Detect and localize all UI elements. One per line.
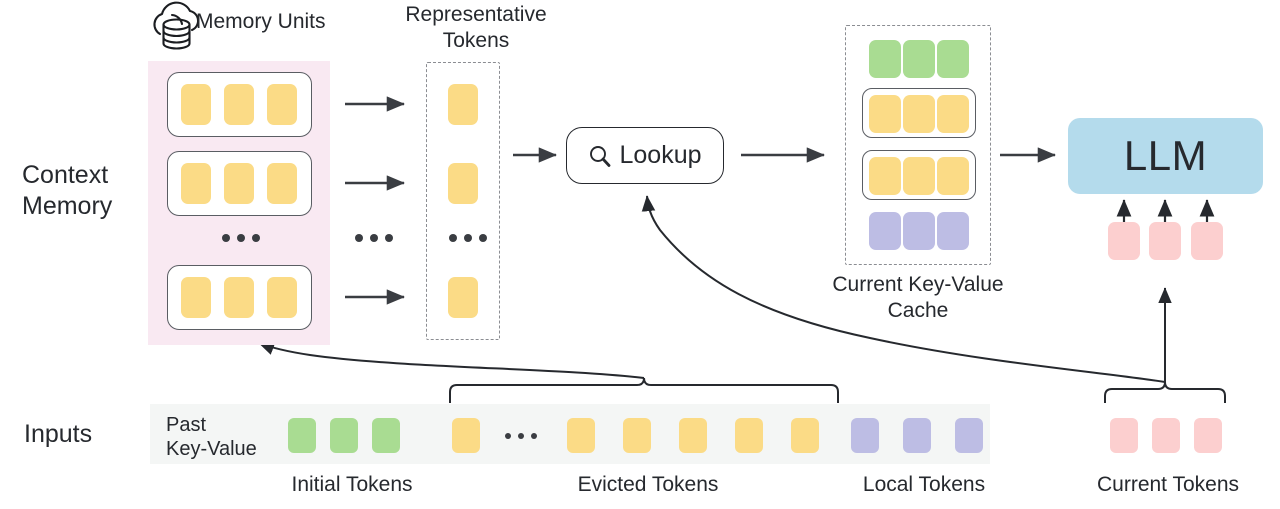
cache-memory-unit-group-1 bbox=[862, 88, 976, 138]
caption-evicted-tokens: Evicted Tokens bbox=[577, 473, 719, 496]
memory-units-ellipsis bbox=[222, 234, 260, 242]
memory-unit-1[interactable] bbox=[167, 72, 312, 137]
input-evicted-token bbox=[623, 418, 651, 453]
lookup-label: Lookup bbox=[619, 141, 702, 169]
representative-token-2 bbox=[448, 163, 478, 204]
input-local-token bbox=[903, 418, 931, 453]
input-evicted-token bbox=[567, 418, 595, 453]
memory-units-cloud-database-icon bbox=[153, 1, 200, 50]
cache-initial-token bbox=[903, 40, 935, 78]
memory-unit-n[interactable] bbox=[167, 265, 312, 330]
input-evicted-token bbox=[452, 418, 480, 453]
cache-local-token bbox=[869, 212, 901, 250]
memory-unit-2[interactable] bbox=[167, 151, 312, 216]
cache-retrieved-token bbox=[869, 95, 901, 133]
cache-retrieved-token bbox=[903, 95, 935, 133]
input-initial-token bbox=[288, 418, 316, 453]
cache-retrieved-token bbox=[937, 157, 969, 195]
row-label-inputs: Inputs bbox=[24, 420, 93, 448]
cache-retrieved-token bbox=[903, 157, 935, 195]
row-label-context-memory: Context Memory bbox=[22, 161, 113, 220]
input-evicted-token bbox=[791, 418, 819, 453]
representative-token-n bbox=[448, 277, 478, 318]
header-representative-tokens: Representative Tokens bbox=[405, 3, 547, 52]
memory-token bbox=[224, 163, 254, 204]
input-initial-token bbox=[330, 418, 358, 453]
memory-token bbox=[267, 84, 297, 125]
representative-tokens-ellipsis bbox=[449, 234, 487, 242]
llm-input-token bbox=[1108, 222, 1140, 260]
caption-local-tokens: Local Tokens bbox=[862, 473, 986, 496]
cache-retrieved-token bbox=[869, 157, 901, 195]
input-current-token bbox=[1194, 418, 1222, 453]
llm-input-token bbox=[1191, 222, 1223, 260]
memory-token bbox=[267, 277, 297, 318]
llm-box: LLM bbox=[1068, 118, 1263, 194]
memory-token bbox=[224, 84, 254, 125]
caption-current-tokens: Current Tokens bbox=[1096, 473, 1240, 496]
llm-label: LLM bbox=[1123, 132, 1208, 179]
cache-memory-unit-group-2 bbox=[862, 150, 976, 200]
cache-local-token bbox=[937, 212, 969, 250]
arrow-column-ellipsis bbox=[355, 234, 393, 242]
memory-token bbox=[267, 163, 297, 204]
current-token-to-llm-arrows bbox=[1116, 199, 1215, 222]
memory-to-representative-arrows bbox=[345, 96, 405, 305]
representative-token-1 bbox=[448, 84, 478, 125]
cache-retrieved-token bbox=[937, 95, 969, 133]
evicted-tokens-bracket bbox=[449, 377, 839, 403]
input-local-token bbox=[955, 418, 983, 453]
representative-tokens-box bbox=[426, 62, 500, 340]
past-key-value-label: Past Key-Value bbox=[166, 414, 257, 461]
input-local-token bbox=[851, 418, 879, 453]
input-evicted-ellipsis bbox=[505, 433, 537, 439]
header-current-key-value-cache: Current Key-Value Cache bbox=[832, 273, 1004, 322]
input-evicted-token bbox=[735, 418, 763, 453]
memory-token bbox=[181, 84, 211, 125]
evicted-to-memory-arrow bbox=[258, 342, 645, 379]
current-kv-cache-box bbox=[845, 25, 991, 265]
lookup-button[interactable]: Lookup bbox=[566, 127, 724, 184]
caption-initial-tokens: Initial Tokens bbox=[291, 473, 413, 496]
cache-local-token bbox=[903, 212, 935, 250]
llm-input-token bbox=[1149, 222, 1181, 260]
input-initial-token bbox=[372, 418, 400, 453]
cache-initial-token bbox=[869, 40, 901, 78]
input-evicted-token bbox=[679, 418, 707, 453]
input-current-token bbox=[1152, 418, 1180, 453]
search-icon bbox=[590, 145, 611, 167]
memory-token bbox=[181, 277, 211, 318]
cache-initial-token bbox=[937, 40, 969, 78]
current-tokens-bracket bbox=[1104, 381, 1226, 403]
memory-token bbox=[181, 163, 211, 204]
input-current-token bbox=[1110, 418, 1138, 453]
memory-token bbox=[224, 277, 254, 318]
header-memory-units: Memory Units bbox=[196, 10, 326, 33]
